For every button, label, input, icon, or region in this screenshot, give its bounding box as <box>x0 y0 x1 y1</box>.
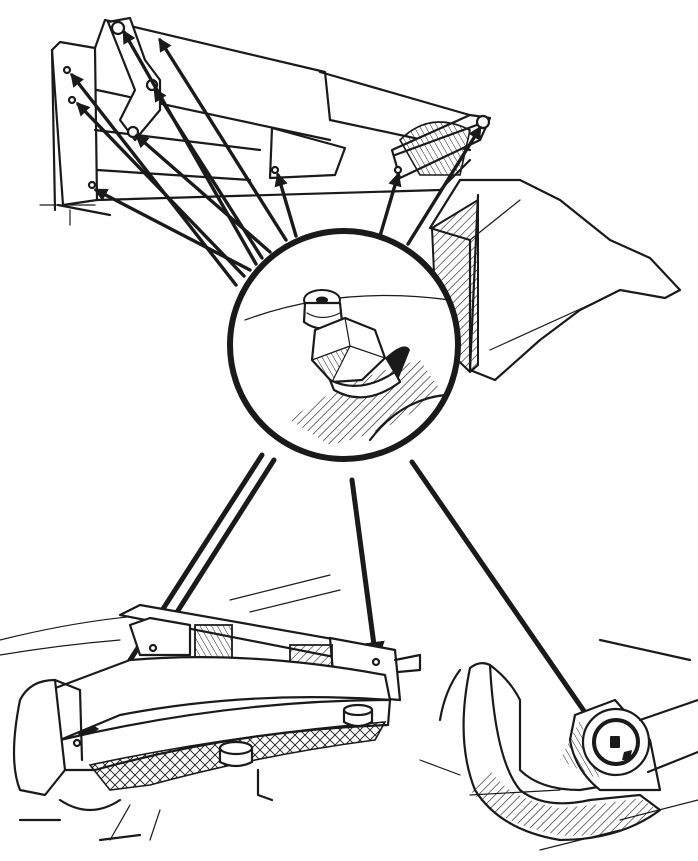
arrow-to-wheel-hub <box>409 459 607 744</box>
arrow-to-bucket-pivot <box>406 125 482 246</box>
loader-bucket-assembly <box>39 16 682 382</box>
arrow-to-arm-lower <box>134 134 272 254</box>
wheel-hub-assembly <box>438 638 698 851</box>
arrow-to-frame-rear <box>349 477 385 665</box>
lower-frame-assembly <box>0 574 461 842</box>
arrow-to-link-top <box>158 37 288 242</box>
arrow-to-bucket-link <box>378 172 402 238</box>
upper-arrows <box>70 29 482 287</box>
arrow-to-frame-middle <box>76 102 246 278</box>
arrow-to-plate <box>274 172 298 238</box>
arrow-to-frame-lower <box>93 188 252 272</box>
grease-fitting-icon <box>227 228 461 462</box>
